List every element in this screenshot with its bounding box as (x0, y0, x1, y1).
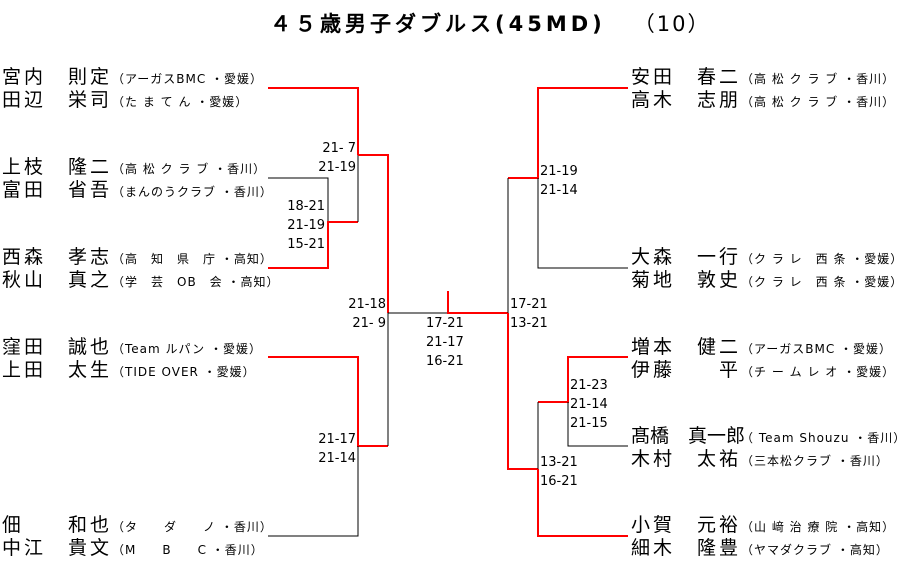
bracket-line-right-team-1 (508, 87, 628, 179)
player-club: （Team ルパン ・愛媛） (112, 342, 262, 356)
right-team-2-player-2: 菊地 敦史（ク ラ レ 西 条 ・愛媛） (631, 269, 897, 291)
left-team-5-player-2: 中江 貴文（M B C ・香川） (2, 537, 264, 559)
right-team-5-player-2: 細木 隆豊（ヤマダクラブ ・高知） (631, 537, 889, 559)
player-club: （TIDE OVER ・愛媛） (112, 365, 256, 379)
bracket-line-left-team-2 (268, 177, 329, 222)
bracket-line-right-semi-winner (507, 313, 538, 470)
left-team-3-player-1: 西森 孝志（高 知 県 庁 ・高知） (2, 246, 273, 268)
player-name: 秋山 真之 (2, 269, 113, 291)
player-club: （学 芸 OB 会 ・高知） (112, 275, 280, 289)
bracket-line-right-team-2 (537, 178, 628, 269)
player-name: 高木 志朋 (631, 89, 742, 111)
bracket-line-left-team-4 (268, 356, 388, 447)
player-club: （アーガスBMC ・愛媛） (112, 72, 264, 86)
left-team-2-player-1: 上枝 隆二（高 松 ク ラ ブ ・香川） (2, 156, 266, 178)
player-name: 西森 孝志 (2, 246, 113, 268)
score-left-r1-b: 18-21 21-19 15-21 (287, 199, 325, 252)
player-name: 窪田 誠也 (2, 336, 113, 358)
right-team-4-player-1: 髙橋 真一郎（ Team Shouzu ・香川） (631, 425, 897, 447)
score-right-r1-b: 21-23 21-14 21-15 (570, 378, 608, 431)
bracket-line-right-team-4 (567, 402, 628, 447)
player-name: 佃 和也 (2, 514, 113, 536)
bracket-line-right-team-5 (537, 469, 628, 537)
right-team-3-player-1: 増本 健二（アーガスBMC ・愛媛） (631, 336, 892, 358)
player-name: 小賀 元裕 (631, 514, 742, 536)
left-team-4-player-1: 窪田 誠也（Team ルパン ・愛媛） (2, 336, 262, 358)
right-team-2-player-1: 大森 一行（ク ラ レ 西 条 ・愛媛） (631, 246, 897, 268)
player-club: （た ま て ん ・愛媛） (112, 95, 249, 109)
player-club: （山 﨑 治 療 院 ・高知） (741, 520, 896, 534)
bracket-line-left-team-3 (268, 221, 358, 269)
left-team-2-player-2: 富田 省吾（まんのうクラブ ・香川） (2, 179, 273, 201)
score-right-semi: 17-21 13-21 (510, 297, 548, 331)
player-name: 中江 貴文 (2, 537, 113, 559)
player-name: 田辺 栄司 (2, 89, 113, 111)
score-right-r1-a: 21-19 21-14 (540, 164, 578, 198)
player-name: 菊地 敦史 (631, 269, 742, 291)
player-name: 木村 太祐 (631, 448, 742, 470)
left-team-1-player-2: 田辺 栄司（た ま て ん ・愛媛） (2, 89, 248, 111)
title-main: ４５歳男子ダブルス(45MD) (270, 12, 606, 36)
left-team-3-player-2: 秋山 真之（学 芸 OB 会 ・高知） (2, 269, 280, 291)
player-name: 大森 一行 (631, 246, 742, 268)
player-name: 上田 太生 (2, 359, 113, 381)
right-team-1-player-2: 高木 志朋（高 松 ク ラ ブ ・香川） (631, 89, 895, 111)
bracket-line-final-winner (447, 291, 508, 314)
player-name: 安田 春二 (631, 66, 742, 88)
right-team-5-player-1: 小賀 元裕（山 﨑 治 療 院 ・高知） (631, 514, 895, 536)
score-left-r1-c: 21-17 21-14 (318, 432, 356, 466)
player-club: （高 松 ク ラ ブ ・香川） (112, 162, 267, 176)
player-club: （ク ラ レ 西 条 ・愛媛） (741, 252, 897, 266)
right-team-3-player-2: 伊藤 平（チ ー ム レ オ ・愛媛） (631, 359, 895, 381)
score-left-r1-a: 21- 7 21-19 (318, 141, 356, 175)
bracket-line-left-team-5 (268, 446, 359, 537)
score-left-semi: 21-18 21- 9 (348, 297, 386, 331)
player-club: （アーガスBMC ・愛媛） (741, 342, 893, 356)
player-name: 富田 省吾 (2, 179, 113, 201)
player-club: （高 松 ク ラ ブ ・香川） (741, 72, 896, 86)
player-club: （高 知 県 庁 ・高知） (112, 252, 273, 266)
player-club: （ Team Shouzu ・香川） (741, 431, 897, 445)
player-name: 伊藤 平 (631, 359, 742, 381)
title-sub: （10） (633, 12, 711, 36)
player-name: 細木 隆豊 (631, 537, 742, 559)
player-name: 宮内 則定 (2, 66, 113, 88)
score-final: 17-21 21-17 16-21 (426, 316, 464, 369)
player-club: （高 松 ク ラ ブ ・香川） (741, 95, 896, 109)
left-team-5-player-1: 佃 和也（タ ダ ノ ・香川） (2, 514, 273, 536)
bracket-line-left-team-1 (268, 87, 359, 155)
player-club: （チ ー ム レ オ ・愛媛） (741, 365, 896, 379)
page-title: ４５歳男子ダブルス(45MD) （10） (270, 8, 730, 38)
player-club: （ヤマダクラブ ・高知） (741, 543, 889, 557)
player-club: （ク ラ レ 西 条 ・愛媛） (741, 275, 897, 289)
player-name: 増本 健二 (631, 336, 742, 358)
score-right-r1-c: 13-21 16-21 (540, 455, 578, 489)
player-club: （まんのうクラブ ・香川） (112, 185, 273, 199)
player-club: （タ ダ ノ ・香川） (112, 520, 273, 534)
player-name: 上枝 隆二 (2, 156, 113, 178)
right-team-4-player-2: 木村 太祐（三本松クラブ ・香川） (631, 448, 889, 470)
right-team-1-player-1: 安田 春二（高 松 ク ラ ブ ・香川） (631, 66, 895, 88)
bracket-line-right-team-3 (538, 356, 628, 403)
player-club: （M B C ・香川） (112, 543, 264, 557)
player-name: 髙橋 真一郎 (631, 425, 746, 447)
left-team-1-player-1: 宮内 則定（アーガスBMC ・愛媛） (2, 66, 263, 88)
left-team-4-player-2: 上田 太生（TIDE OVER ・愛媛） (2, 359, 256, 381)
player-club: （三本松クラブ ・香川） (741, 454, 889, 468)
bracket-line-left-qf-winner (358, 154, 389, 313)
